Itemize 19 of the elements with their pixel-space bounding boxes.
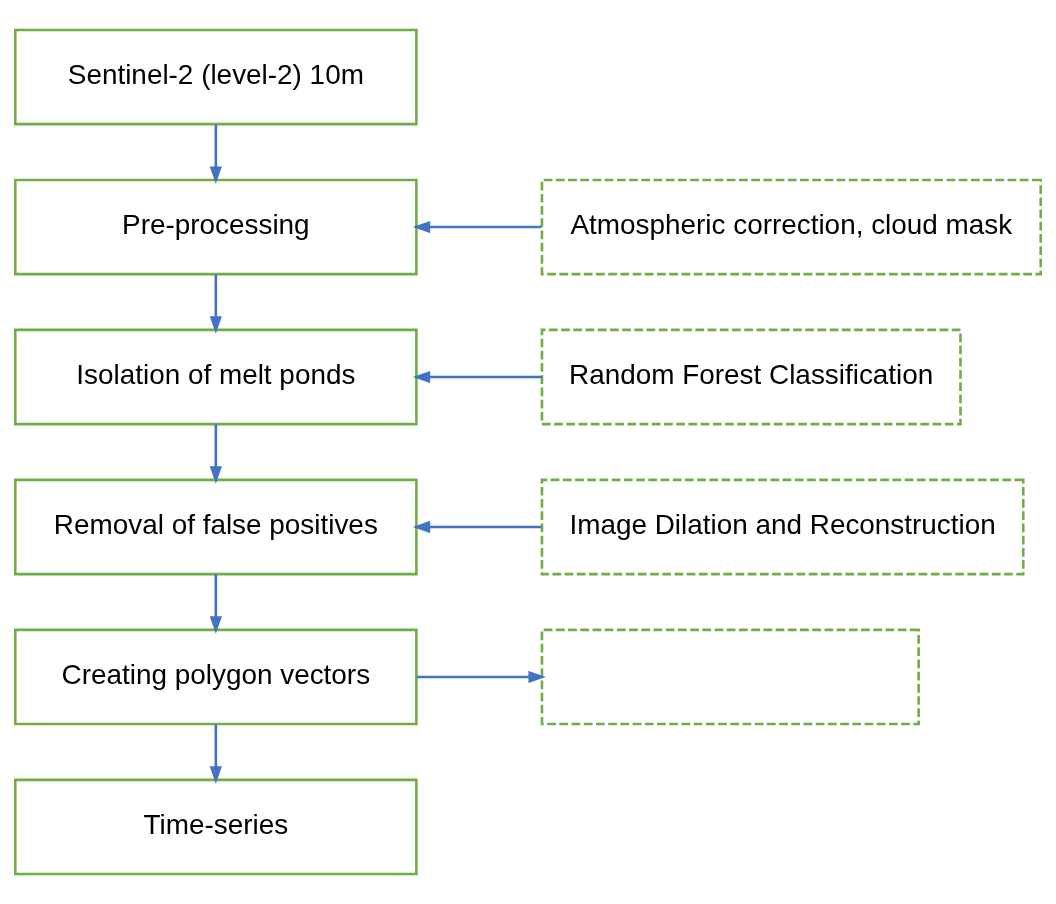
node-box: Creating polygon vectors — [13, 628, 418, 726]
node-box: Sentinel-2 (level-2) 10m — [13, 28, 418, 126]
node-box: Atmospheric correction, cloud mask — [540, 178, 1042, 276]
node-box: Isolation of melt ponds — [13, 328, 418, 426]
arrow — [412, 370, 542, 384]
node-box: Random Forest Classification — [540, 328, 962, 426]
arrow — [209, 574, 222, 634]
node-box: Pre-processing — [13, 178, 418, 276]
arrow — [209, 724, 222, 784]
node-box: Removal of false positives — [13, 478, 418, 576]
arrow — [412, 220, 542, 234]
arrow — [412, 520, 542, 534]
arrow — [416, 670, 546, 684]
node-box — [540, 628, 920, 726]
node-box: Time-series — [13, 778, 418, 876]
arrow — [209, 274, 222, 334]
arrow — [209, 424, 222, 484]
arrow — [209, 124, 222, 184]
node-box: Image Dilation and Reconstruction — [540, 478, 1025, 576]
